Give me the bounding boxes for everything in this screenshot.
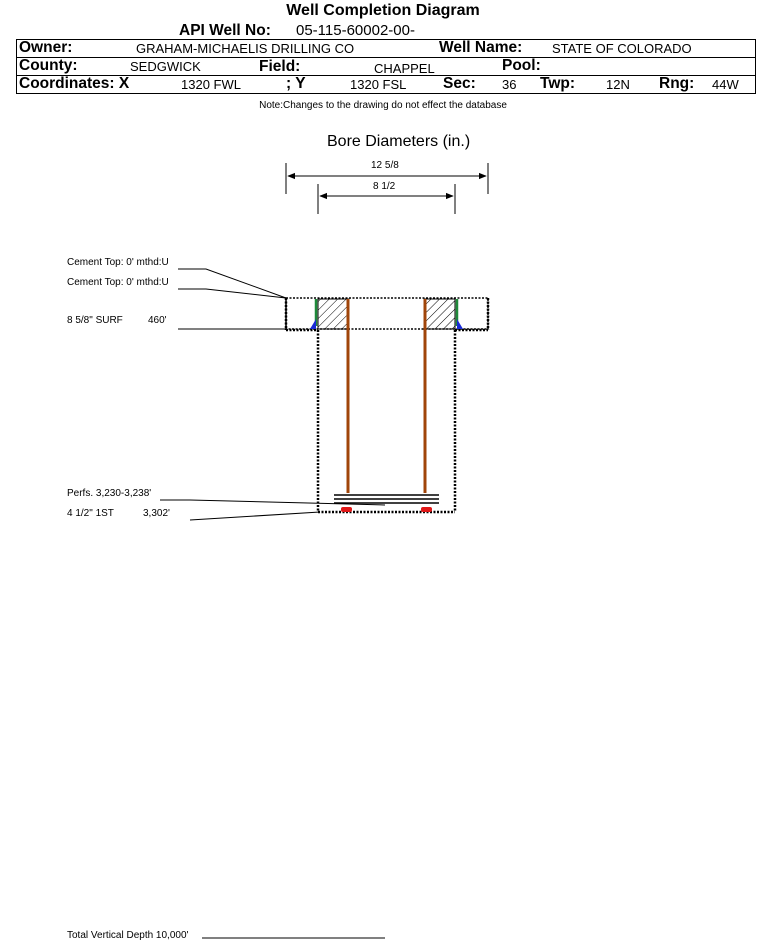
owner-label: Owner: xyxy=(19,39,73,56)
surf-depth-label: 460' xyxy=(148,315,167,326)
y-label: ; Y xyxy=(286,75,306,92)
county-value: SEDGWICK xyxy=(130,59,201,74)
page-title: Well Completion Diagram xyxy=(286,2,480,19)
production-hole xyxy=(316,330,457,514)
coords-row: Coordinates: X 1320 FWL ; Y 1320 FSL Sec… xyxy=(16,75,756,94)
cement-top-label-1: Cement Top: 0' mthd:U xyxy=(67,257,169,268)
perforations xyxy=(334,494,439,504)
bore-inner-label: 8 1/2 xyxy=(373,181,396,192)
x-value: 1320 FWL xyxy=(181,77,241,92)
sec-label: Sec: xyxy=(443,75,476,92)
well-name-label: Well Name: xyxy=(439,39,523,56)
api-label: API Well No: xyxy=(179,22,271,39)
owner-value: GRAHAM-MICHAELIS DRILLING CO xyxy=(136,41,355,56)
twp-value: 12N xyxy=(606,77,630,92)
bore-diameters-title: Bore Diameters (in.) xyxy=(327,133,471,150)
county-row: County: SEDGWICK Field: CHAPPEL Pool: xyxy=(16,57,756,76)
disclaimer-note: Note:Changes to the drawing do not effec… xyxy=(259,100,507,111)
header-table xyxy=(16,39,756,94)
well-name-value: STATE OF COLORADO xyxy=(552,41,692,56)
surface-shoe-left xyxy=(310,319,316,329)
prod-depth-label: 3,302' xyxy=(143,508,170,519)
field-label: Field: xyxy=(259,58,301,75)
rng-value: 44W xyxy=(712,77,739,92)
plug-right xyxy=(421,507,432,512)
cement-top-label-2: Cement Top: 0' mthd:U xyxy=(67,277,169,288)
api-row: API Well No: 05-115-60002-00- xyxy=(16,22,756,41)
leader-lines xyxy=(160,268,386,939)
owner-row: Owner: GRAHAM-MICHAELIS DRILLING CO Well… xyxy=(16,39,756,58)
prod-casing-label: 4 1/2" 1ST xyxy=(67,508,114,519)
cement-left xyxy=(317,298,350,330)
bore-dimensions xyxy=(285,163,489,214)
rng-label: Rng: xyxy=(659,75,695,92)
field-value: CHAPPEL xyxy=(374,61,435,76)
coords-label: Coordinates: X xyxy=(19,75,130,92)
perfs-label: Perfs. 3,230-3,238' xyxy=(67,488,152,499)
sec-value: 36 xyxy=(502,77,517,92)
surf-casing-label: 8 5/8" SURF xyxy=(67,315,123,326)
y-value: 1320 FSL xyxy=(350,77,407,92)
twp-label: Twp: xyxy=(540,75,576,92)
tvd-label: Total Vertical Depth 10,000' xyxy=(67,930,189,941)
county-label: County: xyxy=(19,57,78,74)
surface-shoe-right xyxy=(457,319,463,329)
plug-left xyxy=(341,507,352,512)
api-value: 05-115-60002-00- xyxy=(296,22,415,39)
cement-right xyxy=(423,298,456,330)
pool-label: Pool: xyxy=(502,57,541,74)
bore-outer-label: 12 5/8 xyxy=(371,160,399,171)
